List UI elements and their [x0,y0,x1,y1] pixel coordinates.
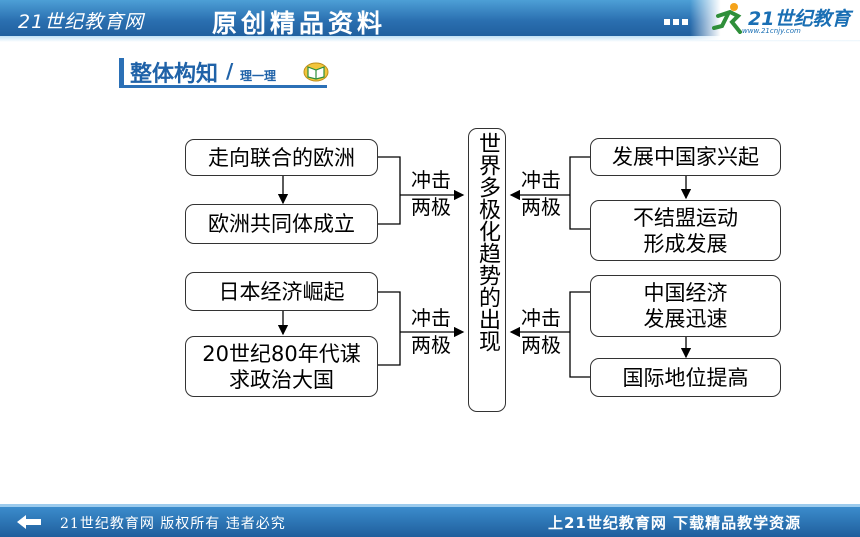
section-title-main: 整体构知 [130,62,219,87]
box-european-community: 欧洲共同体成立 [185,204,378,244]
site-name: 21世纪教育网 [18,11,145,33]
footer-divider [0,504,860,507]
box-international-status-label: 国际地位提高 [622,365,749,390]
box-non-aligned: 不结盟运动 形成发展 [590,200,781,261]
box-international-status: 国际地位提高 [590,358,781,397]
connector-label-line1: 冲击 [521,306,561,330]
section-title: 整体构知 / 理一理 [119,56,329,88]
header-divider [0,36,860,42]
header-slogan: 原创精品资料 [212,9,387,38]
connector-label-line1: 冲击 [521,168,561,192]
box-china-economy-line2: 发展迅速 [643,307,728,331]
box-non-aligned-line1: 不结盟运动 [633,205,738,230]
back-arrow-icon[interactable] [16,514,42,530]
logo-panel [690,0,860,40]
connector-label-right-top: 冲击 两极 [516,167,566,221]
box-european-union: 走向联合的欧洲 [185,139,378,176]
box-developing-countries-label: 发展中国家兴起 [612,145,759,169]
box-european-community-label: 欧洲共同体成立 [208,212,355,236]
connector-label-left-bottom: 冲击 两极 [406,305,456,359]
connector-label-line2: 两极 [411,333,451,357]
box-japan-economy-label: 日本经济崛起 [218,279,345,304]
connector-label-line1: 冲击 [411,168,451,192]
center-box-multipolarity: 世界多极化趋势的出现 [468,128,506,412]
section-title-slash: / [226,59,234,83]
connector-label-line2: 两极 [411,195,451,219]
logo-text[interactable]: 21世纪教育 [748,8,851,30]
connector-label-right-bottom: 冲击 两极 [516,305,566,359]
box-developing-countries: 发展中国家兴起 [590,138,781,176]
box-china-economy: 中国经济 发展迅速 [590,275,781,337]
box-japan-economy: 日本经济崛起 [185,272,378,311]
connector-label-left-top: 冲击 两极 [406,167,456,221]
book-icon [303,62,329,82]
box-european-union-label: 走向联合的欧洲 [208,145,355,170]
connector-label-line1: 冲击 [411,306,451,330]
runner-logo-icon [712,3,742,34]
connector-label-line2: 两极 [521,195,561,219]
box-japan-politics: 20世纪80年代谋 求政治大国 [185,336,378,397]
footer-bar [0,507,860,537]
header-dots [664,10,691,29]
footer-copyright: 21世纪教育网 版权所有 违者必究 [60,516,286,532]
connector-label-line2: 两极 [521,333,561,357]
logo-url: www.21cnjy.com [742,27,801,35]
box-japan-politics-line1: 20世纪80年代谋 [202,341,361,366]
title-accent-bar [119,58,124,86]
box-japan-politics-line2: 求政治大国 [229,367,334,392]
box-non-aligned-line2: 形成发展 [643,231,728,256]
footer-slogan[interactable]: 上21世纪教育网 下载精品教学资源 [548,514,802,532]
center-label: 世界多极化趋势的出现 [475,132,500,352]
box-china-economy-line1: 中国经济 [643,281,728,305]
title-underline [119,85,327,88]
section-title-sub: 理一理 [240,69,277,83]
